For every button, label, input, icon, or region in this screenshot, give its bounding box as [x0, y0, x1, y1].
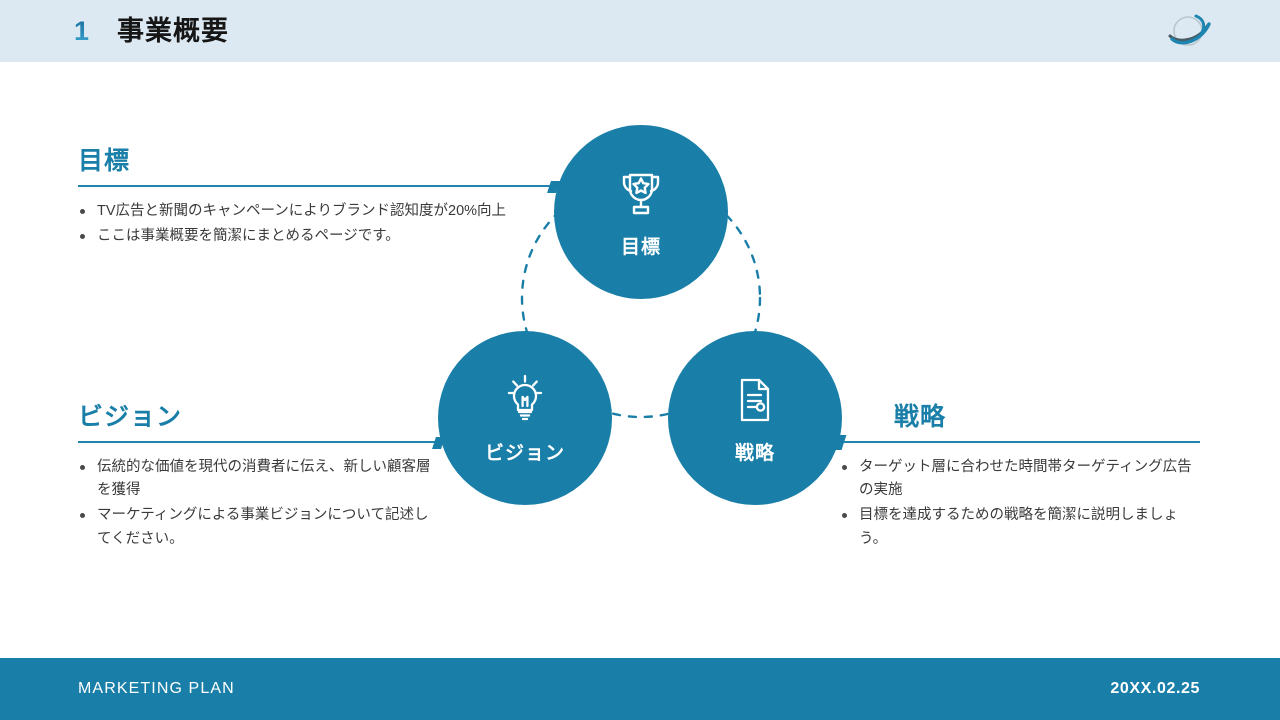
- section-goal: 目標 TV広告と新聞のキャンペーンによりブランド認知度が20%向上 ここは事業概…: [78, 147, 555, 250]
- lightbulb-icon: [497, 372, 553, 428]
- diagram-node-goal[interactable]: 目標: [554, 125, 728, 299]
- diagram-node-goal-label: 目標: [620, 236, 661, 258]
- trophy-icon: [613, 166, 669, 222]
- document-icon: [727, 372, 783, 428]
- footer-title: MARKETING PLAN: [78, 680, 235, 697]
- list-item: TV広告と新聞のキャンペーンによりブランド認知度が20%向上: [78, 200, 555, 223]
- section-strategy-heading: 戦略: [894, 403, 947, 431]
- section-vision-bullets: 伝統的な価値を現代の消費者に伝え、新しい顧客層を獲得 マーケティングによる事業ビ…: [78, 456, 440, 552]
- section-goal-bullets: TV広告と新聞のキャンペーンによりブランド認知度が20%向上 ここは事業概要を簡…: [78, 200, 555, 249]
- diagram-node-strategy[interactable]: 戦略: [668, 331, 842, 505]
- diagram-node-vision-label: ビジョン: [484, 442, 565, 464]
- diagram-node-vision[interactable]: ビジョン: [438, 331, 612, 505]
- list-item: マーケティングによる事業ビジョンについて記述してください。: [78, 504, 440, 551]
- section-vision: ビジョン 伝統的な価値を現代の消費者に伝え、新しい顧客層を獲得 マーケティングに…: [78, 403, 440, 553]
- section-goal-heading: 目標: [78, 147, 131, 175]
- footer-date: 20XX.02.25: [1110, 680, 1200, 697]
- section-strategy-rule: [840, 440, 1200, 443]
- list-item: 伝統的な価値を現代の消費者に伝え、新しい顧客層を獲得: [78, 456, 440, 503]
- venn-triad-diagram: 目標: [400, 90, 890, 530]
- page-title: 事業概要: [117, 15, 230, 46]
- list-item: 目標を達成するための戦略を簡潔に説明しましょう。: [840, 504, 1200, 551]
- slide-header: 1 事業概要: [0, 0, 1280, 62]
- section-vision-rule: [78, 440, 440, 443]
- diagram-node-strategy-label: 戦略: [734, 442, 775, 464]
- section-strategy: 戦略 ターゲット層に合わせた時間帯ターゲティング広告の実施 目標を達成するための…: [840, 403, 1200, 553]
- section-vision-heading: ビジョン: [78, 403, 183, 431]
- section-number: 1: [74, 15, 90, 46]
- section-goal-rule: [78, 184, 555, 187]
- list-item: ターゲット層に合わせた時間帯ターゲティング広告の実施: [840, 456, 1200, 503]
- section-strategy-bullets: ターゲット層に合わせた時間帯ターゲティング広告の実施 目標を達成するための戦略を…: [840, 456, 1200, 552]
- list-item: ここは事業概要を簡潔にまとめるページです。: [78, 225, 555, 248]
- globe-swoosh-logo-icon: [1166, 9, 1212, 53]
- slide-footer: MARKETING PLAN 20XX.02.25: [0, 658, 1280, 720]
